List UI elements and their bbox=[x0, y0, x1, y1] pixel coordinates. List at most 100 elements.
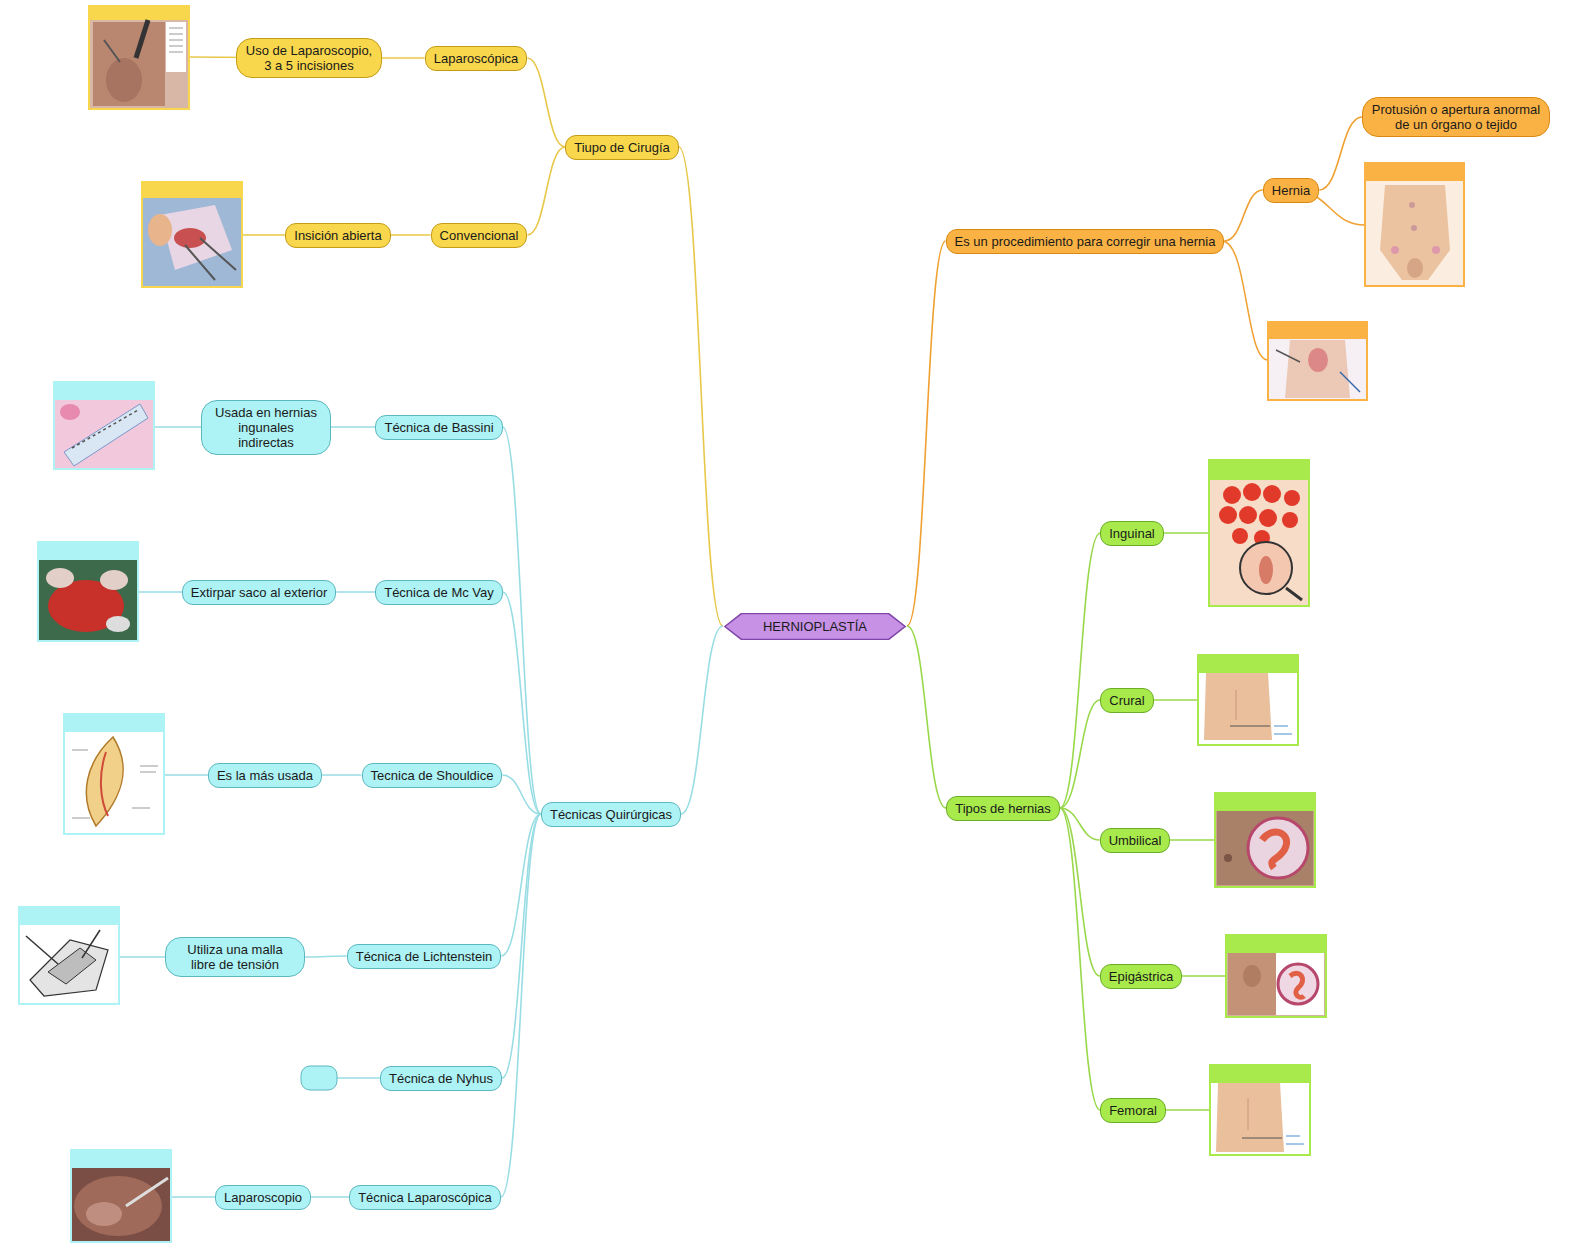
epigastric-picture bbox=[1226, 935, 1326, 1017]
connector-curve bbox=[503, 592, 541, 814]
branch-connector bbox=[1224, 190, 1262, 241]
subtopic-box: Convencional bbox=[431, 223, 528, 248]
node-label: Tiupo de Cirugía bbox=[574, 140, 670, 155]
subtopic-box: Femoral bbox=[1100, 1098, 1166, 1123]
node-label: Epigástrica bbox=[1109, 969, 1173, 984]
node-label: Técnica de Mc Vay bbox=[384, 585, 494, 600]
connector-curve bbox=[502, 814, 541, 1078]
branch-connector bbox=[527, 147, 565, 235]
connector-curve bbox=[502, 775, 541, 814]
inguinal-picture bbox=[1209, 460, 1309, 606]
node-label: Técnica de Lichtenstein bbox=[356, 949, 493, 964]
detail-box: Extirpar saco al exterior bbox=[182, 580, 337, 605]
node-label: Utiliza una malla libre de tensión bbox=[174, 942, 296, 972]
node-label: Umbilical bbox=[1109, 833, 1162, 848]
node-label: Técnica Laparoscópica bbox=[358, 1190, 492, 1205]
branch-connector bbox=[382, 58, 425, 59]
branch-connector bbox=[1060, 700, 1100, 808]
subtopic-box: Inguinal bbox=[1100, 521, 1164, 546]
subtopic-box: Umbilical bbox=[1100, 828, 1171, 853]
branch-connector bbox=[679, 147, 723, 626]
repair-picture bbox=[1268, 322, 1367, 400]
connector-curve bbox=[527, 147, 565, 235]
node-label: Técnica de Nyhus bbox=[389, 1071, 493, 1086]
subtopic-box: Tecnica de Shouldice bbox=[362, 763, 503, 788]
branch-topic: Es un procedimiento para corregir una he… bbox=[946, 229, 1225, 254]
connector-curve bbox=[679, 147, 723, 626]
connector-curve bbox=[311, 1196, 349, 1198]
subtopic-box: Hernia bbox=[1263, 178, 1319, 203]
branch-connector bbox=[322, 775, 362, 776]
branch-connector bbox=[502, 814, 541, 1078]
branch-connector bbox=[501, 814, 541, 1197]
node-label: Es la más usada bbox=[217, 768, 313, 783]
connector-curve bbox=[391, 234, 431, 236]
branch-connector bbox=[501, 814, 541, 956]
femoral-picture bbox=[1210, 1065, 1310, 1155]
node-label: Laparoscópica bbox=[434, 51, 519, 66]
detail-box: Insición abierta bbox=[285, 223, 390, 248]
node-label: Femoral bbox=[1109, 1103, 1157, 1118]
hexagon-shape bbox=[725, 613, 905, 639]
connector-curve bbox=[1060, 808, 1100, 1110]
node-label: Es un procedimiento para corregir una he… bbox=[955, 234, 1216, 249]
node-label: Extirpar saco al exterior bbox=[191, 585, 328, 600]
branch-connector bbox=[907, 241, 946, 626]
branch-connector bbox=[1319, 117, 1362, 190]
connector-curve bbox=[681, 626, 723, 814]
crural-picture bbox=[1198, 655, 1298, 745]
branch-connector bbox=[907, 626, 946, 808]
connector-curve bbox=[527, 58, 565, 147]
subtopic-box: Técnica de Nyhus bbox=[380, 1066, 502, 1091]
detail-box: Uso de Laparoscopio, 3 a 5 incisiones bbox=[236, 38, 382, 78]
branch-connector bbox=[502, 775, 541, 814]
node-label: Técnica de Bassini bbox=[384, 420, 493, 435]
open-surgery-photo bbox=[142, 182, 242, 287]
node-label: HERNIOPLASTÍA bbox=[763, 619, 867, 634]
branch-connector bbox=[503, 427, 541, 814]
branch-connector bbox=[1060, 808, 1100, 1110]
node-label: Tipos de hernias bbox=[955, 801, 1051, 816]
subtopic-box: Epigástrica bbox=[1100, 964, 1182, 989]
node-label: Inguinal bbox=[1109, 526, 1155, 541]
node-label: Tecnica de Shouldice bbox=[371, 768, 494, 783]
branch-connector bbox=[311, 1197, 349, 1198]
branch-connector bbox=[391, 235, 431, 236]
branch-connector bbox=[681, 626, 723, 814]
connector-curve bbox=[331, 426, 375, 428]
branch-topic: Técnicas Quirúrgicas bbox=[541, 802, 681, 827]
umbilical-picture bbox=[1215, 793, 1315, 887]
connector-curve bbox=[1060, 533, 1100, 808]
hernia-torso-picture bbox=[1365, 163, 1464, 286]
node-label: Laparoscopio bbox=[224, 1190, 302, 1205]
node-label: Técnicas Quirúrgicas bbox=[550, 807, 672, 822]
connector-curve bbox=[907, 626, 946, 808]
connector-curve bbox=[305, 956, 347, 957]
subtopic-box: Técnica Laparoscópica bbox=[349, 1185, 501, 1210]
branch-connector bbox=[336, 592, 375, 593]
subtopic-box: Técnica de Bassini bbox=[375, 415, 502, 440]
mcvay-picture bbox=[38, 542, 138, 641]
node-label: Crural bbox=[1109, 693, 1144, 708]
connector-curve bbox=[1060, 700, 1100, 808]
connector-curve bbox=[1319, 117, 1362, 190]
laparoscopy-photo bbox=[89, 6, 189, 109]
connector-curve bbox=[907, 241, 946, 626]
connector-curve bbox=[336, 591, 375, 593]
node-label: Usada en hernias ingunales indirectas bbox=[210, 405, 322, 450]
branch-connector bbox=[305, 956, 347, 957]
laparoscopic-view-picture bbox=[71, 1150, 171, 1242]
branch-connector bbox=[503, 592, 541, 814]
node-label: Protusión o apertura anormal de un órgan… bbox=[1371, 102, 1541, 132]
connector-curve bbox=[382, 57, 425, 59]
shouldice-picture bbox=[64, 714, 164, 834]
bassini-picture bbox=[54, 382, 154, 469]
picture-leaders bbox=[119, 57, 1365, 1197]
branch-topic: Tiupo de Cirugía bbox=[565, 135, 679, 160]
branch-connector bbox=[1060, 533, 1100, 808]
subtopic-box: Crural bbox=[1100, 688, 1153, 713]
node-label: Uso de Laparoscopio, 3 a 5 incisiones bbox=[245, 43, 373, 73]
node-label: Insición abierta bbox=[294, 228, 381, 243]
connector-curve bbox=[501, 814, 541, 956]
